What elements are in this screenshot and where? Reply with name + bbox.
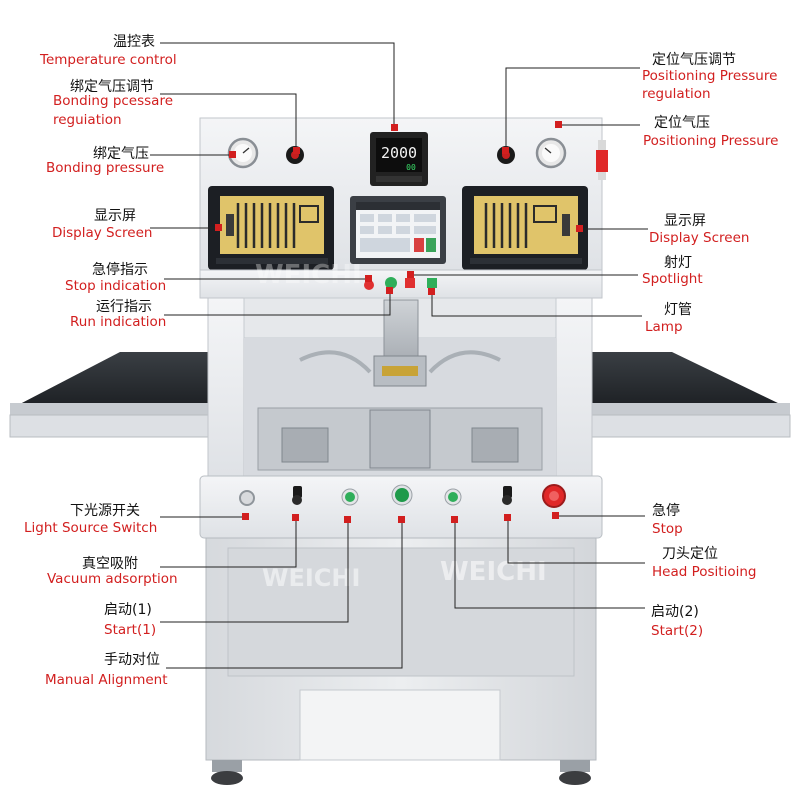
- label-bonding-regulation-en: Bonding pcessare: [53, 93, 174, 109]
- marker-positioning-pressure: [555, 121, 562, 128]
- marker-temperature-control: [391, 124, 398, 131]
- marker-stop: [552, 512, 559, 519]
- marker-display-right: [576, 225, 583, 232]
- label-vacuum-adsorption-en: Vacuum adsorption: [47, 571, 178, 587]
- marker-start-2: [451, 516, 458, 523]
- label-head-positioning-cn: 刀头定位: [662, 546, 718, 562]
- label-positioning-regulation-en: Positioning Pressure: [642, 68, 778, 84]
- label-display-right-en: Display Screen: [649, 230, 750, 246]
- label-bonding-pressure-cn: 绑定气压: [93, 146, 149, 162]
- label-temperature-control-cn: 温控表: [113, 34, 155, 50]
- bonding-head: [373, 299, 427, 387]
- touch-hmi: [350, 196, 446, 264]
- label-light-source-switch-en: Light Source Switch: [24, 520, 158, 536]
- label-light-source-switch-cn: 下光源开关: [70, 503, 140, 519]
- controller-display: 2000: [381, 144, 417, 162]
- label-bonding-pressure-en: Bonding pressure: [46, 160, 165, 176]
- label-bonding-regulation-cn: 绑定气压调节: [70, 79, 154, 95]
- svg-text:00: 00: [406, 163, 416, 172]
- marker-spotlight: [407, 271, 414, 278]
- svg-text:WEICHI: WEICHI: [255, 260, 362, 290]
- label-stop-indication-en: Stop indication: [65, 278, 167, 294]
- marker-positioning-regulation: [502, 147, 509, 154]
- right-workbench: [570, 352, 782, 405]
- label-manual-alignment-cn: 手动对位: [104, 652, 160, 668]
- label-display-right-cn: 显示屏: [664, 213, 706, 229]
- marker-stop-indication: [365, 275, 372, 282]
- label-head-positioning-en: Head Positioing: [652, 564, 757, 580]
- marker-manual-alignment: [398, 516, 405, 523]
- label-lamp-en: Lamp: [645, 319, 683, 335]
- label-positioning-regulation-cn: 定位气压调节: [652, 52, 736, 68]
- right-monitor: [462, 186, 588, 270]
- base-cabinet: [205, 537, 597, 785]
- label-vacuum-adsorption-cn: 真空吸附: [82, 556, 138, 572]
- control-panel: [199, 475, 603, 539]
- label-stop-indication-cn: 急停指示: [92, 262, 148, 278]
- upper-panel: 2000 00: [199, 117, 608, 299]
- marker-bonding-regulation: [293, 147, 300, 154]
- marker-start-1: [344, 516, 351, 523]
- label-lamp-cn: 灯管: [664, 302, 692, 318]
- label-positioning-regulation-en2: regulation: [642, 86, 711, 102]
- label-display-left-en: Display Screen: [52, 225, 153, 241]
- label-start-1-cn: 启动(1): [104, 602, 152, 618]
- label-start-2-en: Start(2): [651, 623, 704, 639]
- label-spotlight-en: Spotlight: [642, 271, 703, 287]
- marker-head-positioning: [504, 514, 511, 521]
- label-manual-alignment-en: Manual Alignment: [45, 672, 168, 688]
- svg-text:WEICHI: WEICHI: [440, 557, 547, 587]
- label-stop-cn: 急停: [652, 503, 680, 519]
- label-bonding-regulation-en2: reguiation: [53, 112, 122, 128]
- svg-text:WEICHI: WEICHI: [262, 564, 360, 592]
- label-positioning-pressure-cn: 定位气压: [654, 115, 710, 131]
- marker-vacuum-adsorption: [292, 514, 299, 521]
- label-start-1-en: Start(1): [104, 622, 157, 638]
- label-run-indication-cn: 运行指示: [96, 299, 152, 315]
- marker-light-source-switch: [242, 513, 249, 520]
- marker-bonding-pressure: [229, 151, 236, 158]
- left-monitor: [208, 186, 334, 270]
- label-positioning-pressure-en: Positioning Pressure: [643, 133, 779, 149]
- label-run-indication-en: Run indication: [70, 314, 167, 330]
- positioning-pressure-gauge: [535, 137, 567, 169]
- label-start-2-cn: 启动(2): [651, 604, 699, 620]
- label-stop-en: Stop: [652, 521, 683, 537]
- bonding-pressure-gauge: [227, 137, 259, 169]
- label-display-left-cn: 显示屏: [94, 208, 136, 224]
- label-spotlight-cn: 射灯: [664, 255, 692, 271]
- temperature-controller: 2000 00: [370, 132, 428, 186]
- marker-lamp: [428, 288, 435, 295]
- label-temperature-control-en: Temperature control: [40, 52, 177, 68]
- left-workbench: [18, 352, 230, 405]
- marker-run-indication: [386, 287, 393, 294]
- marker-display-left: [215, 224, 222, 231]
